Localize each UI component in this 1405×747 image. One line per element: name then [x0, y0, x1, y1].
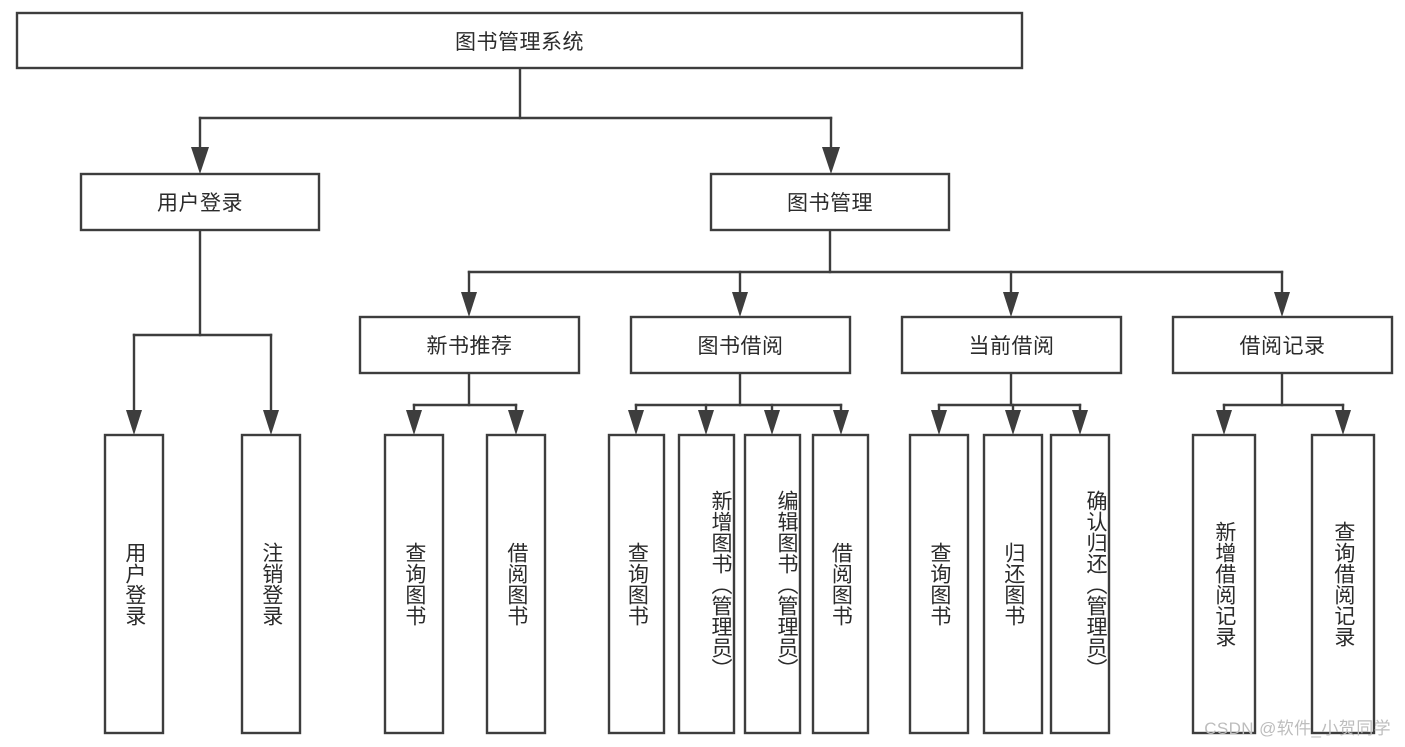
- node-box-leaf-bb-add[interactable]: [677, 433, 736, 735]
- node-box-current-borrow[interactable]: [900, 315, 1123, 375]
- arrow-head-borrow-record: [1274, 292, 1290, 317]
- arrow-head-leaf-bb-add: [698, 410, 714, 435]
- node-box-leaf-nb-borrow[interactable]: [485, 433, 547, 735]
- node-box-leaf-cb-query[interactable]: [908, 433, 970, 735]
- node-box-leaf-bb-query[interactable]: [607, 433, 666, 735]
- arrow-head-book-manage: [822, 147, 840, 174]
- connector-layer: [126, 66, 1351, 435]
- arrow-head-leaf-nb-borrow: [508, 410, 524, 435]
- node-box-leaf-br-query[interactable]: [1310, 433, 1376, 735]
- arrow-head-leaf-bb-borrow: [833, 410, 849, 435]
- arrow-head-leaf-bb-query: [628, 410, 644, 435]
- node-box-user-login[interactable]: [79, 172, 321, 232]
- node-box-root[interactable]: [15, 11, 1024, 70]
- node-box-leaf-user-login[interactable]: [103, 433, 165, 735]
- node-box-leaf-cb-return[interactable]: [982, 433, 1044, 735]
- arrow-head-leaf-br-query: [1335, 410, 1351, 435]
- arrow-head-new-book: [461, 292, 477, 317]
- arrow-head-current-borrow: [1003, 292, 1019, 317]
- watermark-text: CSDN @软件_小贺同学: [1204, 719, 1391, 738]
- node-box-leaf-nb-query[interactable]: [383, 433, 445, 735]
- node-box-leaf-cb-confirm[interactable]: [1049, 433, 1111, 735]
- arrow-head-leaf-cb-return: [1005, 410, 1021, 435]
- arrow-head-leaf-bb-edit: [764, 410, 780, 435]
- arrow-head-leaf-br-add: [1216, 410, 1232, 435]
- node-box-leaf-bb-edit[interactable]: [743, 433, 802, 735]
- arrow-head-leaf-user-login: [126, 410, 142, 435]
- node-box-leaf-logout[interactable]: [240, 433, 302, 735]
- arrow-head-leaf-cb-confirm: [1072, 410, 1088, 435]
- node-box-borrow-record[interactable]: [1171, 315, 1394, 375]
- arrow-head-book-borrow: [732, 292, 748, 317]
- arrow-head-leaf-cb-query: [931, 410, 947, 435]
- arrow-head-leaf-logout: [263, 410, 279, 435]
- node-box-leaf-bb-borrow[interactable]: [811, 433, 870, 735]
- arrow-head-user-login: [191, 147, 209, 174]
- node-box-layer: [15, 11, 1394, 735]
- arrow-head-leaf-nb-query: [406, 410, 422, 435]
- node-box-new-book[interactable]: [358, 315, 581, 375]
- node-box-book-borrow[interactable]: [629, 315, 852, 375]
- node-box-book-manage[interactable]: [709, 172, 951, 232]
- node-box-leaf-br-add[interactable]: [1191, 433, 1257, 735]
